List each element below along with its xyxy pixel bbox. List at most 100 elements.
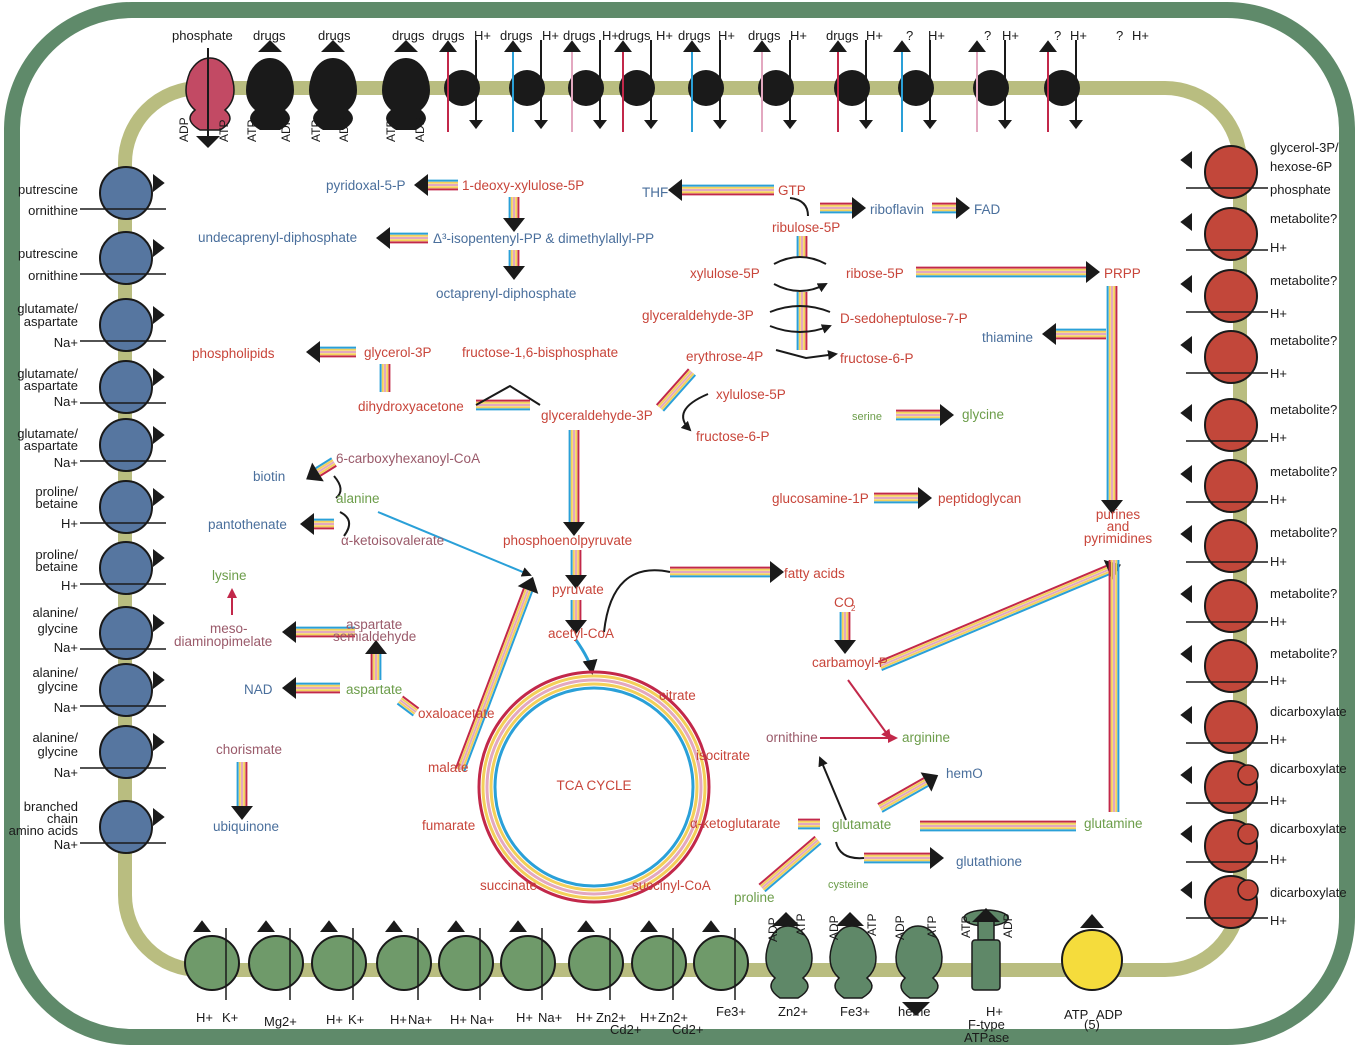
label-glutamine: glutamine [1084,816,1143,831]
iron-abc-transporter[interactable] [829,912,877,999]
left-transporter-4[interactable] [80,360,166,414]
right-transporter-2[interactable] [1180,207,1268,261]
top-antiporter-5[interactable] [683,40,727,132]
top-antiporter-2[interactable] [504,40,548,132]
yellow-transporter[interactable] [1061,914,1123,991]
top-label-22: ? [1054,28,1061,43]
label-pyridoxal: pyridoxal-5-P [326,178,406,193]
drug-abc-transporter-2[interactable] [309,40,357,130]
top-antiporter-3[interactable] [563,40,607,132]
bottom-label-15: Zn2+ [658,1010,688,1025]
right-label-0: glycerol-3P/ [1270,140,1339,155]
label-ornithine: ornithine [766,730,818,745]
drug-abc-transporter-1[interactable] [246,40,294,130]
label-dap: diaminopimelate [174,634,272,649]
top-atp-label-6: ATP [384,120,398,142]
top-antiporters [439,40,1083,132]
bottom-transporter-7[interactable] [568,920,624,1000]
right-transporter-4[interactable] [1180,330,1268,384]
top-antiporter-8[interactable] [893,40,937,132]
left-label-13: proline/ [35,484,78,499]
right-transporter-10[interactable] [1180,700,1268,754]
right-label-9: metabolite? [1270,402,1337,417]
left-transporter-7[interactable] [80,541,166,595]
left-transporter-6[interactable] [80,480,166,534]
left-transporter-5[interactable] [80,418,166,472]
bottom-label-18: Zn2+ [778,1004,808,1019]
label-dhap: dihydroxyacetone [358,399,464,414]
arrow-prpp-to-purines [1101,286,1123,514]
top-antiporter-1[interactable] [439,40,483,132]
right-transporter-13[interactable] [1180,875,1268,929]
right-transporter-12[interactable] [1180,819,1268,873]
top-antiporter-10[interactable] [1039,40,1083,132]
label-f6p-a: fructose-6-P [840,351,914,366]
left-transporter-2[interactable] [80,231,166,285]
label-ubiquinone: ubiquinone [213,819,279,834]
bottom-label-1: K+ [222,1010,238,1025]
top-label-12: drugs [678,28,711,43]
bottom-transporter-3[interactable] [311,920,367,1000]
bottom-transporter-4[interactable] [376,920,432,1000]
top-antiporter-9[interactable] [968,40,1012,132]
label-gtp: GTP [778,183,806,198]
heme-abc-transporter[interactable] [895,925,943,1016]
top-antiporter-4[interactable] [614,40,658,132]
arrow-carbamoyl-to-purines [877,559,1121,671]
arrow-aspartate-oxaloacetate [396,695,420,717]
top-antiporter-6[interactable] [753,40,797,132]
bottom-transporter-1[interactable] [184,920,240,1000]
right-transporter-7[interactable] [1180,519,1268,573]
right-label-6: H+ [1270,306,1287,321]
right-transporter-1[interactable] [1180,145,1268,199]
bottom-label-22: F-type [968,1017,1005,1032]
label-carboxyhexanoyl: 6-carboxyhexanoyl-CoA [336,451,480,466]
right-label-10: H+ [1270,430,1287,445]
left-transporter-1[interactable] [80,166,166,220]
bottom-transporter-8[interactable] [631,920,687,1000]
zinc-abc-transporter[interactable] [765,912,813,999]
f-type-atpase[interactable] [963,908,1009,991]
left-transporter-9[interactable] [80,663,166,717]
label-pyrimidines: pyrimidines [1084,531,1153,546]
label-fatty-acids: fatty acids [784,566,845,581]
arrow-acetylcoa-to-citrate [574,639,598,675]
phosphate-abc-transporter[interactable] [185,48,235,148]
top-antiporter-7[interactable] [829,40,873,132]
top-atp-label-4: ATP [309,120,323,142]
right-transporter-9[interactable] [1180,639,1268,693]
right-transporter-11[interactable] [1180,760,1268,814]
right-transporter-5[interactable] [1180,398,1268,452]
left-transporter-3[interactable] [80,298,166,352]
drug-abc-transporter-3[interactable] [382,40,430,130]
top-transporters [185,40,1083,148]
right-transporter-6[interactable] [1180,459,1268,513]
right-transporter-8[interactable] [1180,579,1268,633]
left-transporter-11[interactable] [80,800,166,854]
bottom-label-24: ATP [1064,1007,1088,1022]
top-label-20: ? [984,28,991,43]
top-label-9: H+ [602,28,619,43]
bottom-transporter-6[interactable] [500,920,556,1000]
label-lysine: lysine [212,568,247,583]
left-label-8: aspartate [24,378,78,393]
label-nad: NAD [244,682,273,697]
left-transporter-8[interactable] [80,606,166,660]
label-oxaloacetate: oxaloacetate [418,706,495,721]
arrow-pyruvate-to-acetylcoa [565,600,587,634]
arrow-glutamate-glutamine [920,820,1076,832]
bottom-label-2: Mg2+ [264,1014,297,1029]
arrow-riboflavin-to-fad [932,197,970,219]
bottom-transporter-2[interactable] [248,920,304,1000]
bottom-transporter-9[interactable] [693,920,749,1000]
left-label-0: putrescine [18,182,78,197]
top-atp-label-0: ADP [177,117,191,142]
left-transporter-10[interactable] [80,725,166,779]
label-alanine: alanine [336,491,380,506]
top-label-24: ? [1116,28,1123,43]
bottom-transporter-5[interactable] [438,920,494,1000]
label-arginine: arginine [902,730,950,745]
right-transporter-3[interactable] [1180,269,1268,323]
